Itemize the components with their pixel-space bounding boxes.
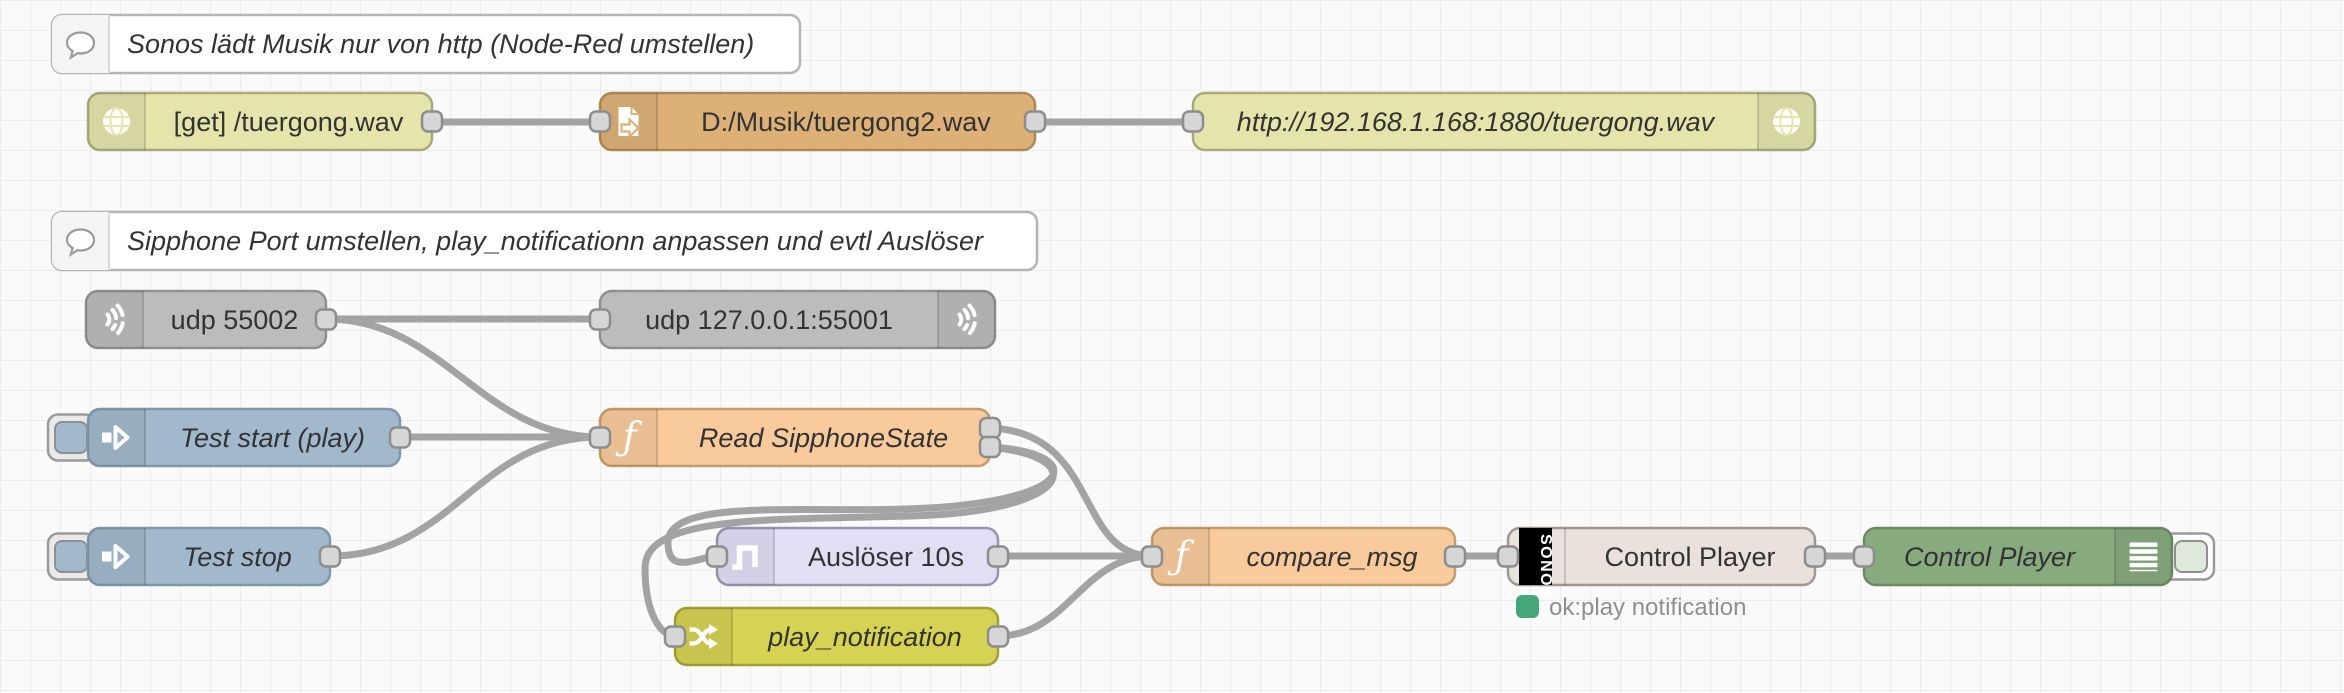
comment-text: Sipphone Port umstellen, play_notificati…: [127, 226, 984, 256]
node-label: Test stop: [183, 542, 292, 572]
node-label: Control Player: [1904, 542, 2076, 572]
output-port[interactable]: [986, 625, 1010, 648]
node-label: http://192.168.1.168:1880/tuergong.wav: [1237, 107, 1716, 137]
wire-inject-test-stop-to-function-read-sipphonestate[interactable]: [326, 433, 604, 560]
output-port[interactable]: [388, 426, 412, 449]
udp-icon: [957, 303, 977, 336]
status-text: ok:play notification: [1549, 594, 1746, 621]
output-port[interactable]: [314, 308, 338, 331]
status-dot: [1516, 595, 1539, 618]
input-port[interactable]: [1496, 545, 1520, 568]
node-label: udp 127.0.0.1:55001: [645, 305, 893, 335]
node-label: [get] /tuergong.wav: [174, 107, 404, 137]
node-status: ok:play notification: [1516, 594, 1746, 621]
inject-test-start[interactable]: Test start (play): [46, 407, 412, 468]
wire-switch-play-notification-to-function-compare-msg[interactable]: [994, 552, 1156, 640]
comment-sonos-http[interactable]: Sonos lädt Musik nur von http (Node-Red …: [50, 13, 802, 75]
wire-function-read-sipphonestate-out1-to-function-compare-msg[interactable]: [986, 424, 1156, 560]
file-in-musik[interactable]: D:/Musik/tuergong2.wav: [588, 91, 1047, 152]
switch-icon: [689, 624, 718, 649]
chat-icon: [65, 228, 96, 258]
output-port[interactable]: [978, 435, 1002, 459]
node-label: udp 55002: [171, 305, 299, 335]
http-response-url[interactable]: http://192.168.1.168:1880/tuergong.wav: [1181, 91, 1817, 152]
globe-icon: [103, 107, 130, 136]
output-port[interactable]: [986, 545, 1010, 568]
node-label: Test start (play): [180, 423, 365, 453]
output-port[interactable]: [1443, 545, 1467, 568]
node-label: Control Player: [1604, 542, 1775, 572]
input-port[interactable]: [705, 545, 729, 568]
sonos-control-player[interactable]: SONOS Control Player: [1496, 526, 1827, 599]
input-port[interactable]: [1181, 110, 1205, 133]
input-port[interactable]: [588, 308, 612, 331]
comment-sipphone[interactable]: Sipphone Port umstellen, play_notificati…: [50, 210, 1039, 272]
output-port[interactable]: [1803, 545, 1827, 568]
udp-out-55001[interactable]: udp 127.0.0.1:55001: [588, 289, 997, 350]
trigger-ausloeser-10s[interactable]: Auslöser 10s: [705, 526, 1010, 587]
input-port[interactable]: [1140, 545, 1164, 568]
udp-icon: [105, 303, 125, 336]
output-port[interactable]: [318, 545, 342, 568]
inject-button[interactable]: [46, 532, 97, 581]
trigger-icon: [732, 545, 758, 570]
node-label: D:/Musik/tuergong2.wav: [701, 107, 991, 137]
output-port[interactable]: [1023, 110, 1047, 133]
file-out-icon: [618, 107, 641, 140]
node-label: play_notification: [767, 622, 962, 652]
output-port[interactable]: [978, 416, 1002, 440]
input-port[interactable]: [663, 625, 687, 648]
node-label: Auslöser 10s: [808, 542, 964, 572]
input-port[interactable]: [588, 426, 612, 449]
inject-icon: [102, 425, 130, 450]
input-port[interactable]: [1852, 545, 1876, 568]
wire-function-read-sipphonestate-out2-to-switch-play-notification[interactable]: [641, 443, 1057, 640]
udp-in-55002[interactable]: udp 55002: [84, 289, 338, 350]
inject-test-stop[interactable]: Test stop: [46, 526, 342, 587]
globe-icon: [1773, 107, 1800, 136]
comment-text: Sonos lädt Musik nur von http (Node-Red …: [127, 29, 754, 59]
node-label: compare_msg: [1246, 542, 1417, 572]
chat-icon: [65, 31, 96, 61]
sonos-control-player-2[interactable]: Control Player: [1852, 526, 2216, 587]
switch-play-notification[interactable]: play_notification: [663, 606, 1010, 667]
node-label: Read SipphoneState: [699, 423, 948, 453]
input-port[interactable]: [588, 110, 612, 133]
menu-icon: [2129, 542, 2158, 572]
wire-udp-in-55002-to-function-read-sipphonestate[interactable]: [322, 315, 604, 441]
http-in-tuergong[interactable]: [get] /tuergong.wav: [86, 91, 444, 152]
output-port[interactable]: [420, 110, 444, 133]
inject-icon: [102, 544, 130, 569]
sonos-tag-icon: SONOS: [1537, 534, 1554, 599]
